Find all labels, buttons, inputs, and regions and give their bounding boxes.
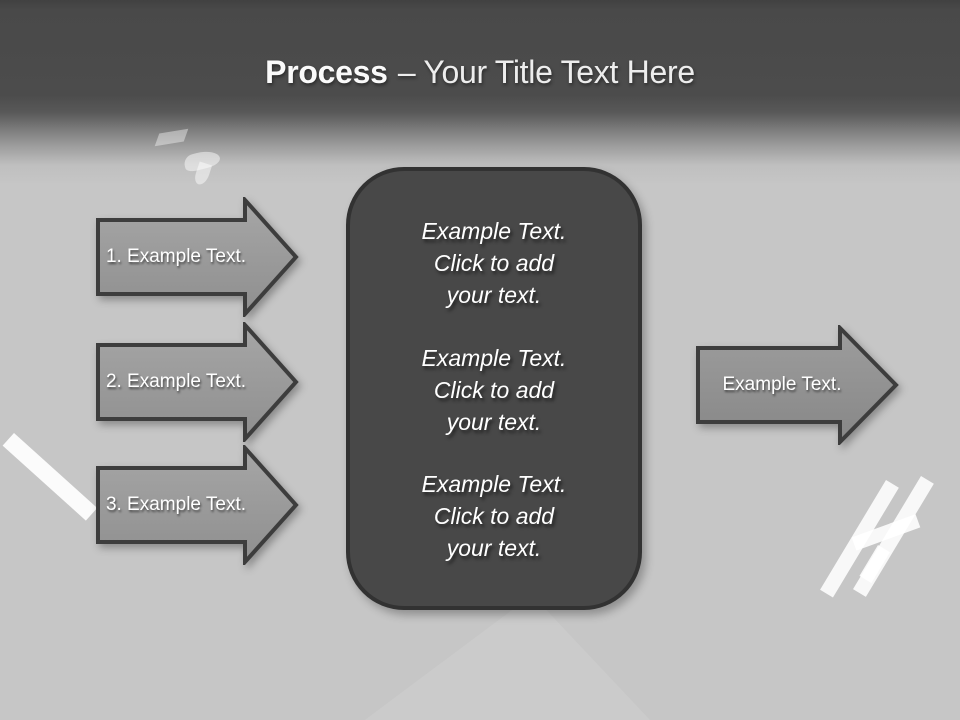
process-step-3-arrow[interactable]: 3. Example Text. <box>95 445 301 565</box>
glyph-cross-bottom-right <box>851 514 921 551</box>
arrow-shape-icon <box>96 445 299 565</box>
process-step-1-arrow[interactable]: 1. Example Text. <box>95 197 301 317</box>
diagonal-stripe-left <box>2 433 98 521</box>
process-output-label: Example Text. <box>722 374 842 395</box>
placeholder-text-block[interactable]: Example Text. Click to add your text. <box>368 342 620 438</box>
placeholder-line: Example Text. <box>421 218 567 244</box>
placeholder-line: Click to add <box>433 250 555 276</box>
process-step-3-label: 3. Example Text. <box>105 494 247 515</box>
glyph-stripe-bottom-right <box>853 476 934 597</box>
placeholder-line: Example Text. <box>421 471 567 497</box>
placeholder-line: Example Text. <box>421 344 567 371</box>
comma-decoration-tail <box>192 161 213 187</box>
quote-decoration-top <box>154 128 189 147</box>
placeholder-line: your text. <box>446 408 542 435</box>
placeholder-text-block[interactable]: Example Text. Click to add your text. <box>368 215 620 311</box>
arrow-shape-icon <box>696 325 899 445</box>
placeholder-line: your text. <box>446 282 542 308</box>
slide-title[interactable]: Process– Your Title Text Here <box>0 54 960 91</box>
center-content-box[interactable]: Example Text. Click to add your text. Ex… <box>346 167 642 610</box>
process-step-2-label: 2. Example Text. <box>105 371 247 392</box>
comma-decoration-body <box>182 147 222 174</box>
slide-title-keyword: Process <box>265 54 388 90</box>
process-step-1-label: 1. Example Text. <box>105 246 247 267</box>
glyph-stripe-bottom-right <box>820 480 899 598</box>
placeholder-line: your text. <box>446 535 542 561</box>
placeholder-text-block[interactable]: Example Text. Click to add your text. <box>368 468 620 564</box>
process-step-2-arrow[interactable]: 2. Example Text. <box>95 322 301 442</box>
glyph-stub-bottom-right <box>859 545 891 584</box>
process-output-arrow[interactable]: Example Text. <box>695 325 901 445</box>
slide-title-subtitle: – Your Title Text Here <box>397 54 695 90</box>
placeholder-line: Click to add <box>433 503 555 529</box>
arrow-shape-icon <box>96 322 299 442</box>
arrow-shape-icon <box>96 197 299 317</box>
faint-wedge-bottom <box>364 595 650 720</box>
placeholder-line: Click to add <box>433 376 555 403</box>
